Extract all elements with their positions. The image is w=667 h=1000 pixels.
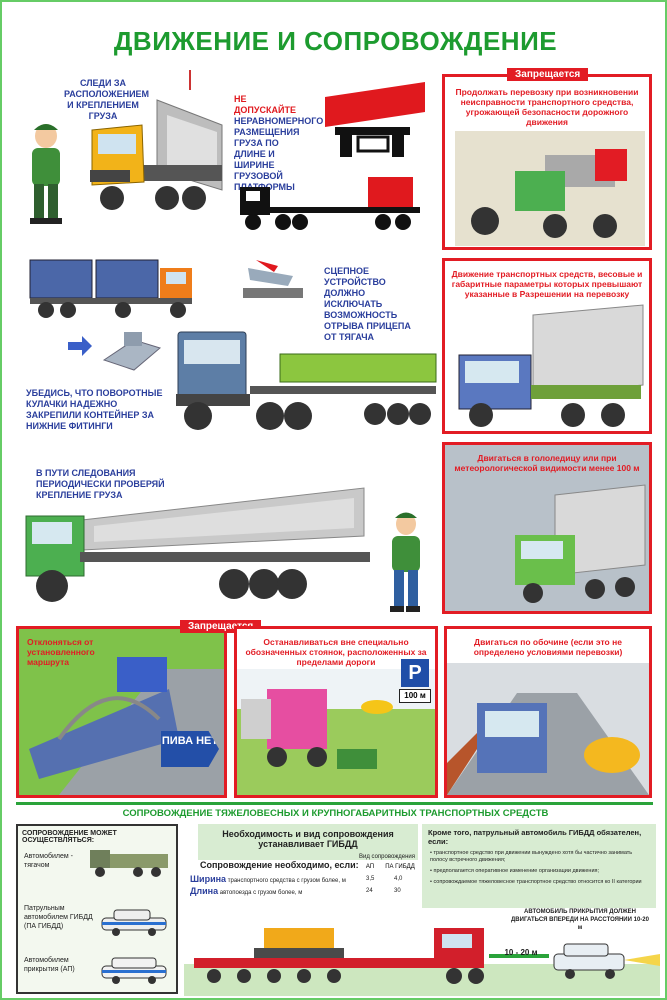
row-label: Ширина bbox=[190, 874, 227, 884]
worker-illustration bbox=[390, 512, 420, 612]
forbidden-panel-ice-visibility: Двигаться в гололедицу или при метеороло… bbox=[442, 442, 652, 614]
coupling-device-illustration bbox=[243, 260, 303, 298]
twistlock-diagram bbox=[68, 332, 162, 371]
section-divider bbox=[16, 802, 653, 805]
patrol-heading: Кроме того, патрульный автомобиль ГИБДД … bbox=[428, 828, 642, 846]
lowbed-trailer-diagram bbox=[240, 177, 420, 230]
cargo-check-note: СЛЕДИ ЗА РАСПОЛОЖЕНИЕМ И КРЕПЛЕНИЕМ ГРУЗ… bbox=[64, 78, 150, 121]
forbidden-tag: Запрещается bbox=[507, 68, 589, 81]
table-row-length: Длина автопоезда с грузом более, м 24 30 bbox=[190, 886, 422, 897]
row-text: автопоезда с грузом более, м bbox=[219, 890, 303, 896]
panel-caption: Двигаться в гололедицу или при метеороло… bbox=[454, 453, 640, 473]
forbidden-panel-route-deviation: Отклоняться от установленного маршрута П… bbox=[16, 626, 227, 798]
row-ap-value: 24 bbox=[366, 888, 373, 894]
panel-caption: Двигаться по обочине (если это не опреде… bbox=[473, 637, 623, 657]
escort-item-cover: Автомобилем прикрытия (АП) bbox=[24, 957, 75, 973]
beer-sign: ПИВА НЕТ bbox=[161, 731, 219, 767]
roadside-stop-illustration bbox=[237, 669, 435, 795]
distance-label: 10 - 20 м bbox=[504, 948, 538, 957]
oversize-truck-illustration bbox=[458, 304, 644, 427]
cover-car-icon bbox=[101, 957, 167, 984]
patrol-item: • сопровождаемое тяжеловесное транспортн… bbox=[430, 879, 642, 885]
row-pa-value: 4,0 bbox=[394, 876, 403, 882]
convoy-illustration bbox=[184, 928, 660, 996]
periodic-check-note: В ПУТИ СЛЕДОВАНИЯ ПЕРИОДИЧЕСКИ ПРОВЕРЯЙ … bbox=[36, 468, 165, 500]
forbidden-panel-shoulder-driving: Двигаться по обочине (если это не опреде… bbox=[444, 626, 652, 798]
parking-sign: P bbox=[401, 659, 429, 687]
patrol-required-box: Кроме того, патрульный автомобиль ГИБДД … bbox=[422, 824, 656, 908]
patrol-item: • предполагается оперативное изменение о… bbox=[430, 868, 600, 874]
col-ap: АП bbox=[365, 864, 375, 870]
forbidden-panel-off-road-stop: Останавливаться вне специально обозначен… bbox=[234, 626, 438, 798]
col-pa: ПА ГИБДД bbox=[385, 864, 415, 870]
necessity-line1: Необходимость и вид сопровождения bbox=[222, 829, 394, 839]
worker-illustration bbox=[30, 124, 62, 224]
escort-heading: СОПРОВОЖДЕНИЕ МОЖЕТ ОСУЩЕСТВЛЯТЬСЯ: bbox=[22, 830, 117, 844]
patrol-car-icon bbox=[101, 909, 167, 936]
row-pa-value: 30 bbox=[394, 888, 401, 894]
escort-type-header: Вид сопровождения bbox=[358, 854, 415, 860]
necessity-line2: устанавливает ГИБДД bbox=[258, 839, 358, 849]
panel-caption: Движение транспортных средств, весовые и… bbox=[451, 269, 643, 299]
distance-plate: 100 м bbox=[399, 689, 431, 703]
forbidden-panel-faulty-vehicle: Продолжать перевозку при возникновении н… bbox=[442, 74, 652, 250]
necessity-lead: Сопровождение необходимо, если: bbox=[200, 860, 359, 870]
patrol-item-text: сопровождаемое тяжеловесное транспортное… bbox=[433, 879, 642, 885]
route-deviation-illustration bbox=[19, 629, 224, 795]
maz-tractor-with-trailer bbox=[176, 331, 437, 430]
poster-title: ДВИЖЕНИЕ И СОПРОВОЖДЕНИЕ bbox=[113, 26, 558, 56]
rain-truck-illustration bbox=[445, 445, 649, 611]
shoulder-driving-illustration bbox=[447, 663, 649, 795]
cover-note: АВТОМОБИЛЬ ПРИКРЫТИЯ ДОЛЖЕН ДВИГАТЬСЯ ВП… bbox=[511, 909, 649, 931]
patrol-item: • транспортное средство при движении вын… bbox=[430, 850, 633, 863]
patrol-item-text: предполагается оперативное изменение орг… bbox=[433, 868, 600, 874]
row-ap-value: 3,5 bbox=[366, 876, 375, 882]
panel-caption: Продолжать перевозку при возникновении н… bbox=[455, 87, 639, 127]
panel-caption: Отклоняться от установленного маршрута bbox=[27, 637, 95, 667]
broken-truck-illustration bbox=[455, 131, 645, 246]
necessity-box: Необходимость и вид сопровождения устана… bbox=[198, 824, 418, 860]
escort-options-box: СОПРОВОЖДЕНИЕ МОЖЕТ ОСУЩЕСТВЛЯТЬСЯ: Авто… bbox=[16, 824, 178, 994]
tractor-truck-icon bbox=[90, 850, 168, 877]
escort-item-tractor: Автомобилем - тягачом bbox=[24, 853, 73, 869]
section-title: СОПРОВОЖДЕНИЕ ТЯЖЕЛОВЕСНЫХ И КРУПНОГАБАР… bbox=[122, 808, 549, 819]
container-truck bbox=[29, 259, 192, 318]
uneven-load-diagram bbox=[325, 82, 425, 157]
yellow-truck-with-panels bbox=[90, 70, 223, 210]
twistlock-note: УБЕДИСЬ, ЧТО ПОВОРОТНЫЕ КУЛАЧКИ НАДЕЖНО … bbox=[26, 388, 163, 431]
table-row-width: Ширина транспортного средства с грузом б… bbox=[190, 874, 422, 885]
panel-caption: Останавливаться вне специально обозначен… bbox=[245, 637, 427, 667]
warning-heading: НЕ ДОПУСКАЙТЕ bbox=[234, 94, 296, 115]
long-truck-with-panels bbox=[25, 487, 370, 602]
escort-item-patrol: Патрульным автомобилем ГИБДД (ПА ГИБДД) bbox=[24, 905, 93, 930]
row-label: Длина bbox=[190, 886, 219, 896]
forbidden-panel-oversize: Движение транспортных средств, весовые и… bbox=[442, 258, 652, 434]
patrol-item-text: транспортное средство при движении вынуж… bbox=[430, 850, 633, 863]
row-text: транспортного средства с грузом более, м bbox=[227, 878, 346, 884]
coupling-note: СЦЕПНОЕ УСТРОЙСТВО ДОЛЖНО ИСКЛЮЧАТЬ ВОЗМ… bbox=[324, 266, 411, 342]
